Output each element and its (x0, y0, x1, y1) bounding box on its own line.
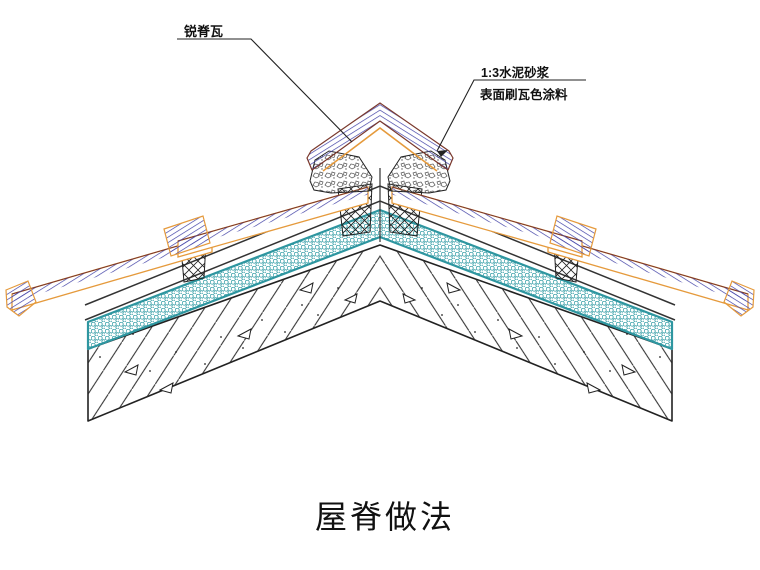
tile-lip (163, 215, 211, 257)
roof-courses-left (5, 103, 380, 317)
tile-hook-end (5, 280, 37, 317)
leader-mortar (436, 79, 586, 152)
callout-mortar: 1:3水泥砂浆 (481, 65, 550, 80)
tile-course-lower (5, 235, 213, 317)
aggregate-dots (99, 287, 339, 372)
ridge-cap-hatch (307, 103, 380, 170)
ridge-cap-outline (306, 102, 454, 171)
callout-leaders (177, 38, 586, 152)
leader-arrowhead (437, 150, 448, 157)
callout-ridge-tile: 锐脊瓦 (184, 24, 223, 39)
concrete-triangle-symbols (123, 282, 358, 394)
leader-ridge-tile (177, 38, 353, 143)
structural-slab-hatch (88, 245, 380, 421)
callout-coating: 表面刷瓦色涂料 (479, 87, 568, 102)
tile-course-upper (163, 186, 369, 258)
ridge-cap-orange-line (322, 126, 438, 172)
drawing-title: 屋脊做法 (315, 499, 455, 535)
